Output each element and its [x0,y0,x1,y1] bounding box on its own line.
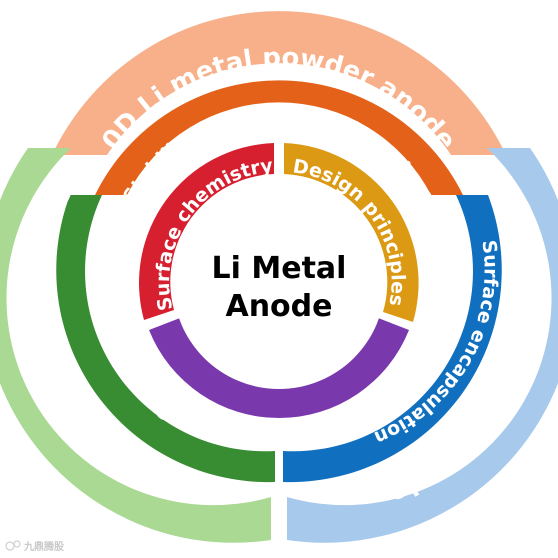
inner-segment-bottom [149,318,409,419]
outer-segment-right [287,148,558,543]
watermark-logo-icon [5,540,21,551]
watermark: 九鼎腾股 [5,540,65,553]
outer-segment-left [0,148,271,543]
middle-segment-left [56,195,276,483]
middle-segment-right [283,195,502,483]
inner-segment-top-left [138,143,274,320]
center-hub [173,177,385,389]
watermark-text: 九鼎腾股 [23,540,65,553]
middle-segment-top [95,80,463,195]
center-title-line2: Anode [225,289,332,324]
inner-segment-top-right [284,143,419,322]
center-title-line1: Li Metal [212,251,347,286]
outer-segment-top [52,11,506,156]
